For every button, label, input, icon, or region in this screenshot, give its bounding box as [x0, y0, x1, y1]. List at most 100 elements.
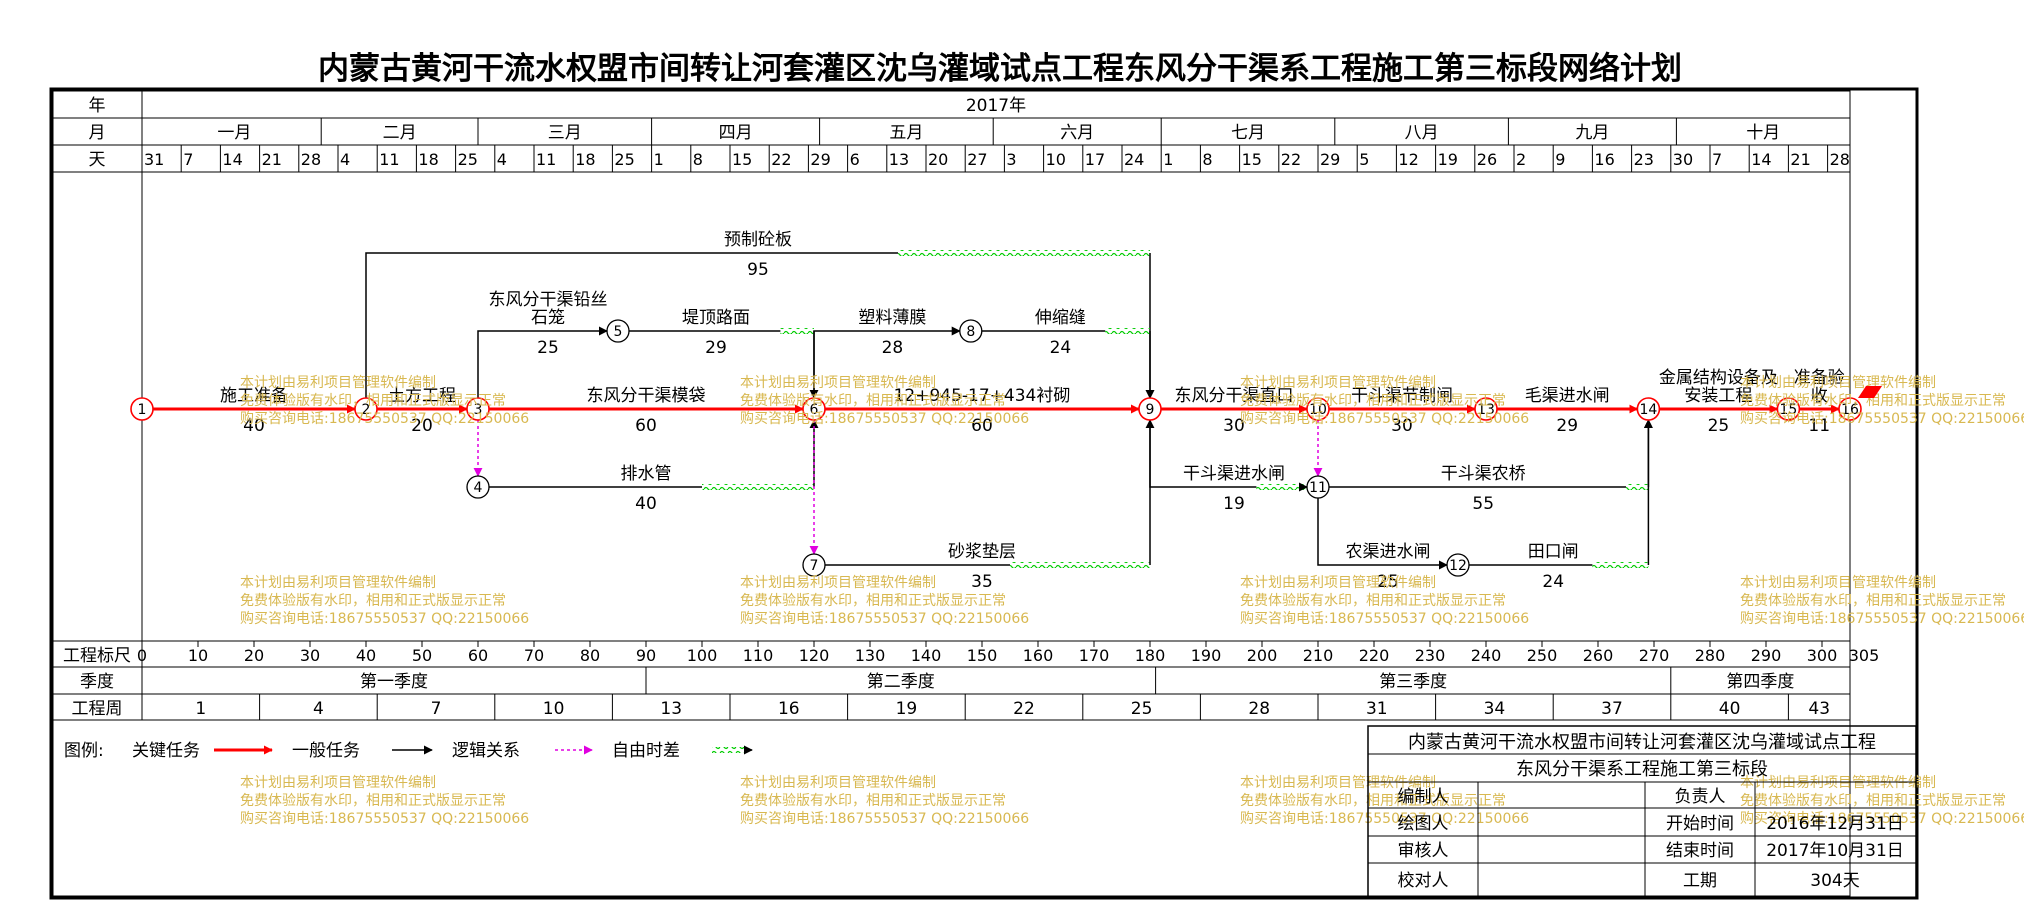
watermark-text: 购买咨询电话:18675550537 QQ:22150066	[740, 811, 1029, 827]
info-table	[1367, 725, 1917, 899]
day-cell: 23	[1634, 150, 1654, 169]
week-cell: 13	[660, 699, 682, 719]
page-title: 内蒙古黄河干流水权盟市间转让河套灌区沈乌灌域试点工程东风分干渠系工程施工第三标段…	[318, 51, 1682, 87]
quarter-cell: 第一季度	[360, 672, 428, 692]
task-name: 安装工程	[1684, 386, 1752, 406]
info-end-value: 2017年10月31日	[1766, 841, 1904, 861]
watermark-text: 免费体验版有水印，相用和正式版显示正常	[1740, 593, 2006, 609]
event-node-label: 15	[1779, 402, 1797, 418]
day-cell: 4	[340, 150, 350, 169]
month-cell: 八月	[1405, 123, 1439, 143]
ruler-tick-label: 100	[687, 646, 718, 665]
month-cell: 六月	[1060, 123, 1094, 143]
info-duration-label: 工期	[1683, 871, 1717, 891]
ruler-tick-label: 0	[137, 646, 147, 665]
task-duration: 11	[1808, 416, 1830, 436]
task-duration: 24	[1050, 338, 1072, 358]
task-name: 石笼	[531, 308, 565, 328]
event-node	[1306, 475, 1330, 499]
event-node	[1636, 397, 1661, 421]
watermark-text: 免费体验版有水印，相用和正式版显示正常	[740, 393, 1006, 409]
legend-wave-line	[712, 747, 746, 753]
week-cell: 22	[1013, 699, 1035, 719]
watermark-text: 免费体验版有水印，相用和正式版显示正常	[1240, 793, 1506, 809]
float-wave	[1105, 328, 1150, 334]
week-cell: 16	[778, 699, 800, 719]
month-cell: 七月	[1231, 123, 1265, 143]
day-cell: 11	[379, 150, 399, 169]
day-cell: 31	[144, 150, 164, 169]
watermark-text: 本计划由易利项目管理软件编制	[1240, 375, 1436, 391]
month-cell: 九月	[1575, 123, 1609, 143]
task-name: 干斗渠农桥	[1441, 464, 1526, 484]
watermark-text: 本计划由易利项目管理软件编制	[1240, 575, 1436, 591]
watermark-text: 购买咨询电话:18675550537 QQ:22150066	[740, 611, 1029, 627]
task-name: 伸缩缝	[1035, 308, 1086, 328]
event-node	[1776, 397, 1801, 421]
float-wave	[780, 328, 814, 334]
task-name: 东风分干渠直口	[1175, 386, 1294, 406]
outer-frame	[49, 87, 1919, 900]
day-cell: 6	[850, 150, 860, 169]
watermark-text: 购买咨询电话:18675550537 QQ:22150066	[1740, 611, 2024, 627]
month-cell: 十月	[1746, 123, 1780, 143]
ruler-tick-label: 30	[300, 646, 320, 665]
event-node-label: 1	[138, 402, 147, 418]
quarter-cell: 第三季度	[1379, 672, 1447, 692]
task-duration: 55	[1472, 494, 1494, 514]
day-cell: 2	[1516, 150, 1526, 169]
task-name: 堤顶路面	[682, 308, 750, 328]
event-node	[802, 397, 826, 421]
ruler-tick-label: 190	[1191, 646, 1222, 665]
day-cell: 1	[1163, 150, 1173, 169]
day-cell: 12	[1398, 150, 1418, 169]
event-node-label: 11	[1309, 480, 1327, 496]
watermark-text: 免费体验版有水印，相用和正式版显示正常	[1240, 393, 1506, 409]
event-node	[466, 397, 490, 421]
event-node	[130, 397, 154, 421]
day-cell: 24	[1124, 150, 1144, 169]
day-cell: 10	[1046, 150, 1066, 169]
week-cell: 43	[1808, 699, 1830, 719]
event-node	[1838, 397, 1862, 421]
task-duration: 30	[1223, 416, 1245, 436]
day-cell: 15	[732, 150, 752, 169]
week-cell: 19	[896, 699, 918, 719]
task-name: 砂浆垫层	[948, 542, 1016, 562]
task-duration: 24	[1542, 572, 1564, 592]
ruler-tick-label: 80	[580, 646, 600, 665]
day-cell: 25	[458, 150, 478, 169]
event-node	[354, 397, 378, 421]
ruler-tick-label: 20	[244, 646, 264, 665]
task-duration: 25	[1377, 572, 1399, 592]
day-cell: 1	[654, 150, 664, 169]
legend-normal-label: 一般任务	[292, 741, 360, 761]
month-row: 一月二月三月四月五月六月七月八月九月十月	[217, 118, 1780, 145]
watermark-text: 免费体验版有水印，相用和正式版显示正常	[240, 593, 506, 609]
watermark-text: 购买咨询电话:18675550537 QQ:22150066	[1240, 811, 1529, 827]
info-end-label: 结束时间	[1666, 841, 1734, 861]
quarter-label: 季度	[80, 672, 114, 692]
ruler-tick-label: 120	[799, 646, 830, 665]
watermark-text: 本计划由易利项目管理软件编制	[1740, 375, 1936, 391]
footer-grid	[53, 640, 1850, 721]
task-name: 预制砼板	[724, 230, 792, 250]
day-cell: 20	[928, 150, 948, 169]
watermark-text: 购买咨询电话:18675550537 QQ:22150066	[240, 611, 529, 627]
event-node	[1306, 397, 1330, 421]
watermark-text: 购买咨询电话:18675550537 QQ:22150066	[1240, 411, 1529, 427]
week-cell: 31	[1366, 699, 1388, 719]
watermark-text: 购买咨询电话:18675550537 QQ:22150066	[240, 411, 529, 427]
task-name: 东风分干渠铅丝	[489, 290, 608, 310]
week-cell: 7	[431, 699, 442, 719]
dependency-arrows	[473, 420, 1323, 555]
task-arrows	[153, 250, 1840, 570]
task-duration: 19	[1223, 494, 1245, 514]
day-cell: 7	[183, 150, 193, 169]
event-node-label: 14	[1639, 402, 1657, 418]
legend-float-label: 自由时差	[612, 741, 680, 761]
task-name: 干斗渠节制闸	[1351, 386, 1453, 406]
ruler-tick-label: 290	[1751, 646, 1782, 665]
